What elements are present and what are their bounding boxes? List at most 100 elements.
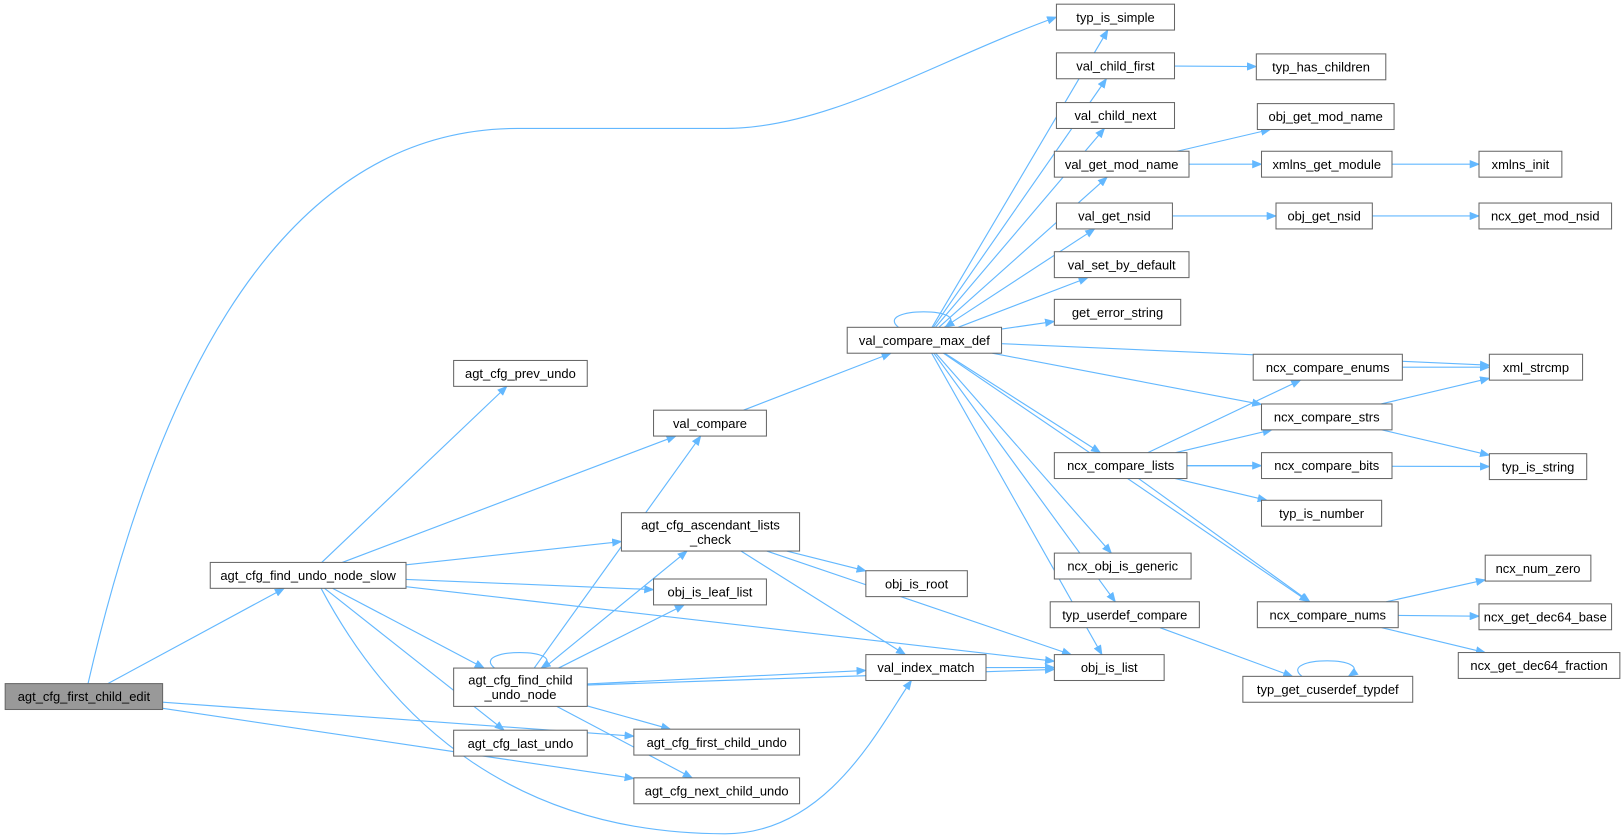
node-ncx-compare-lists[interactable]: ncx_compare_lists	[1053, 452, 1188, 480]
node-box	[846, 326, 1003, 354]
node-box	[865, 570, 968, 598]
node-box	[633, 777, 801, 805]
node-last-undo[interactable]: agt_cfg_last_undo	[453, 729, 588, 757]
node-label: obj_is_list	[1081, 660, 1138, 675]
edge-ncx-compare-strs-to-xml-strcmp	[1381, 376, 1491, 405]
node-label: agt_cfg_find_undo_node_slow	[220, 568, 396, 583]
node-label: val_compare_max_def	[859, 333, 990, 348]
node-box	[1055, 102, 1176, 129]
node-xmlns-get-module[interactable]: xmlns_get_module	[1260, 150, 1393, 178]
node-val-get-mod-name[interactable]: val_get_mod_name	[1053, 150, 1190, 178]
node-typ-is-simple[interactable]: typ_is_simple	[1055, 3, 1176, 31]
node-val-get-nsid[interactable]: val_get_nsid	[1055, 202, 1173, 230]
node-box	[1260, 403, 1393, 431]
node-obj-get-mod-name[interactable]: obj_get_mod_name	[1256, 103, 1395, 131]
node-ncx-get-mod-nsid[interactable]: ncx_get_mod_nsid	[1478, 202, 1613, 230]
edge-ascendant-to-val-index-match	[740, 550, 907, 656]
node-box	[653, 409, 767, 437]
node-first-child-undo[interactable]: agt_cfg_first_child_undo	[633, 728, 801, 756]
node-obj-get-nsid[interactable]: obj_get_nsid	[1275, 202, 1373, 230]
node-ncx-obj-is-generic[interactable]: ncx_obj_is_generic	[1053, 552, 1192, 580]
node-xmlns-init[interactable]: xmlns_init	[1478, 150, 1563, 178]
edge-max-def-to-xml-strcmp	[1001, 343, 1491, 369]
node-find-child[interactable]: agt_cfg_find_child_undo_node	[453, 667, 588, 707]
node-box	[1478, 202, 1613, 230]
node-ncx-get-dec64-base[interactable]: ncx_get_dec64_base	[1478, 603, 1613, 631]
node-label: val_child_first	[1076, 58, 1155, 73]
node-prev-undo[interactable]: agt_cfg_prev_undo	[453, 359, 588, 387]
node-label: val_child_next	[1074, 108, 1156, 123]
node-val-child-next[interactable]: val_child_next	[1055, 102, 1176, 129]
node-label: typ_is_string	[1502, 459, 1575, 474]
node-ncx-compare-nums[interactable]: ncx_compare_nums	[1256, 601, 1399, 629]
node-typ-has-children[interactable]: typ_has_children	[1255, 53, 1387, 81]
node-label: ncx_get_mod_nsid	[1491, 209, 1600, 224]
node-ncx-compare-strs[interactable]: ncx_compare_strs	[1260, 403, 1393, 431]
node-typ-is-string[interactable]: typ_is_string	[1488, 453, 1588, 481]
node-val-child-first[interactable]: val_child_first	[1055, 52, 1176, 80]
edge-find-undo-node-slow-to-val-index-match	[320, 588, 913, 835]
node-xml-strcmp[interactable]: xml_strcmp	[1488, 353, 1584, 381]
edge-max-def-to-max-def	[893, 311, 956, 328]
node-label: ncx_obj_is_generic	[1067, 559, 1178, 574]
node-label: obj_get_nsid	[1287, 209, 1360, 224]
node-typ-get-cuserdef-typdef[interactable]: typ_get_cuserdef_typdef	[1242, 675, 1414, 703]
node-obj-is-list[interactable]: obj_is_list	[1053, 654, 1165, 682]
edge-find-child-to-val-compare	[533, 435, 702, 669]
edge-max-def-to-get-error-string	[1001, 318, 1056, 330]
node-label: ncx_compare_lists	[1067, 458, 1174, 473]
edge-val-compare-to-max-def	[743, 352, 892, 411]
node-label: _undo_node	[483, 687, 556, 702]
node-label: ncx_compare_enums	[1266, 360, 1390, 375]
node-label: ncx_num_zero	[1496, 561, 1581, 576]
node-typ-userdef-compare[interactable]: typ_userdef_compare	[1049, 601, 1200, 629]
edge-max-def-to-ncx-compare-strs	[992, 352, 1263, 407]
node-ncx-get-dec64-fraction[interactable]: ncx_get_dec64_fraction	[1457, 652, 1621, 679]
edge-find-child-to-first-child-undo	[587, 705, 672, 731]
node-label: agt_cfg_ascendant_lists	[641, 517, 780, 532]
node-box	[1252, 353, 1403, 381]
node-find-undo-node-slow[interactable]: agt_cfg_find_undo_node_slow	[209, 561, 407, 589]
edge-first-child-edit-to-typ-is-simple	[87, 16, 1058, 684]
node-label: typ_get_cuserdef_typdef	[1257, 682, 1399, 697]
node-box	[1049, 601, 1200, 629]
node-ascendant[interactable]: agt_cfg_ascendant_lists_check	[620, 512, 801, 552]
edge-ncx-compare-lists-to-typ-is-number	[1175, 477, 1268, 503]
node-label: obj_get_mod_name	[1269, 109, 1383, 124]
node-box	[1478, 603, 1613, 631]
node-box	[1256, 601, 1399, 629]
node-max-def[interactable]: val_compare_max_def	[846, 326, 1003, 354]
node-box	[1260, 499, 1383, 527]
node-ncx-compare-bits[interactable]: ncx_compare_bits	[1260, 452, 1393, 480]
node-ncx-compare-enums[interactable]: ncx_compare_enums	[1252, 353, 1403, 381]
node-box	[1488, 353, 1584, 381]
node-get-error-string[interactable]: get_error_string	[1053, 298, 1182, 326]
node-first-child-edit[interactable]: agt_cfg_first_child_edit	[4, 683, 164, 711]
node-label: typ_is_number	[1279, 506, 1365, 521]
edge-max-def-to-ncx-obj-is-generic	[935, 352, 1113, 554]
edge-find-undo-node-slow-to-obj-is-leaf-list	[405, 578, 655, 594]
node-obj-is-leaf-list[interactable]: obj_is_leaf_list	[653, 578, 767, 606]
node-label: val_set_by_default	[1068, 257, 1176, 272]
node-box	[4, 683, 164, 711]
node-box	[1478, 150, 1563, 178]
node-label: val_index_match	[877, 660, 974, 675]
node-val-compare[interactable]: val_compare	[653, 409, 767, 437]
node-box	[1242, 675, 1414, 703]
node-box	[1053, 452, 1188, 480]
node-box	[1053, 552, 1192, 580]
node-label: typ_userdef_compare	[1062, 607, 1187, 622]
edge-ncx-compare-lists-to-ncx-compare-nums	[1138, 478, 1311, 603]
node-label: ncx_get_dec64_base	[1484, 609, 1607, 624]
node-ncx-num-zero[interactable]: ncx_num_zero	[1484, 554, 1592, 582]
node-val-set-by-default[interactable]: val_set_by_default	[1053, 251, 1190, 279]
node-label: val_get_mod_name	[1065, 157, 1179, 172]
edge-ascendant-to-obj-is-root	[786, 550, 867, 573]
node-box	[209, 561, 407, 589]
node-obj-is-root[interactable]: obj_is_root	[865, 570, 968, 598]
edge-max-def-to-val-get-mod-name	[938, 176, 1108, 328]
node-typ-is-number[interactable]: typ_is_number	[1260, 499, 1383, 527]
node-val-index-match[interactable]: val_index_match	[865, 654, 987, 682]
node-next-child-undo[interactable]: agt_cfg_next_child_undo	[633, 777, 801, 805]
